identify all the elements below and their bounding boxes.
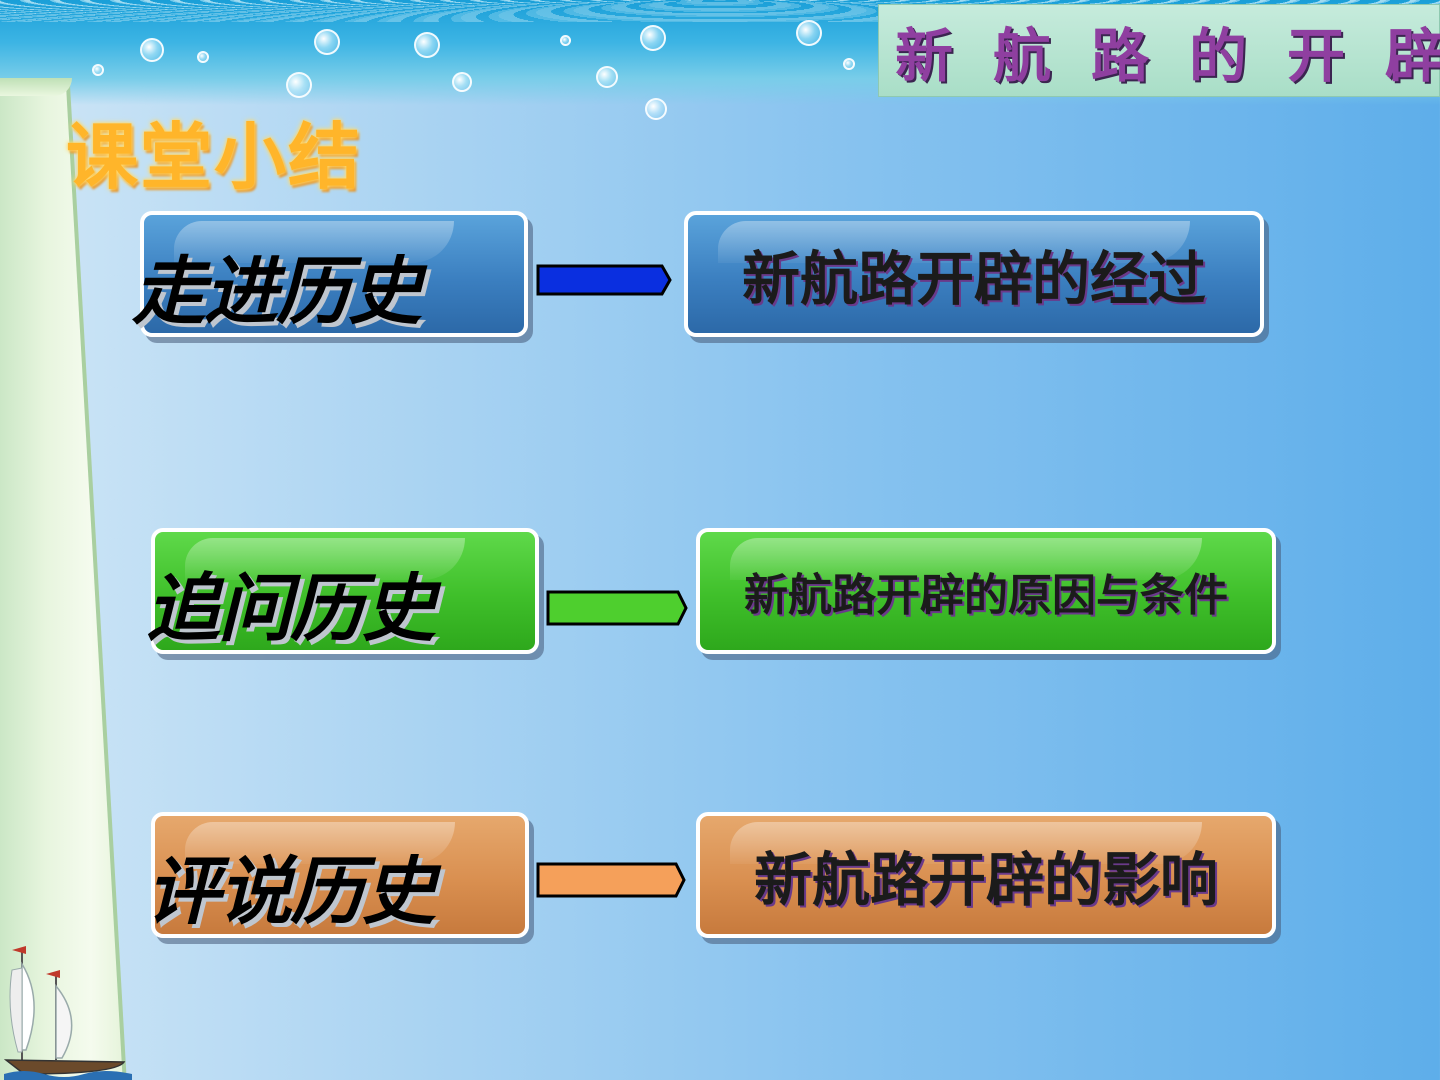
left-label-row-2: 追问历史: [146, 566, 436, 652]
left-box-row-1[interactable]: [140, 211, 528, 337]
left-label-row-3: 评说历史: [146, 849, 436, 935]
bubble: [314, 29, 340, 55]
scroll-panel: [0, 85, 125, 1080]
bubble: [796, 20, 822, 46]
bubble: [414, 32, 440, 58]
right-box-row-2[interactable]: 新航路开辟的原因与条件: [696, 528, 1276, 654]
bubble: [140, 38, 164, 62]
bubble: [645, 98, 667, 120]
section-heading: 课堂小结: [66, 115, 363, 199]
right-box-row-3[interactable]: 新航路开辟的影响: [696, 812, 1276, 938]
scroll-curl: [0, 78, 72, 96]
sailing-ship-icon: [4, 946, 132, 1080]
bubble: [92, 64, 104, 76]
right-box-row-1[interactable]: 新航路开辟的经过: [684, 211, 1264, 337]
right-label-row-3: 新航路开辟的影响: [753, 846, 1218, 914]
bubble: [197, 51, 209, 63]
bubble: [560, 35, 571, 46]
arrow-icon-row-3: [536, 862, 686, 898]
page-title: 新航路的开辟: [895, 21, 1440, 90]
bubble: [640, 25, 666, 51]
left-label-row-1: 走进历史: [132, 249, 422, 335]
bubble: [452, 72, 472, 92]
bubble: [843, 58, 855, 70]
bubble: [596, 66, 618, 88]
left-box-row-3[interactable]: [151, 812, 529, 938]
arrow-icon-row-2: [546, 590, 688, 626]
title-box: 新航路的开辟: [878, 4, 1440, 97]
bubble: [286, 72, 312, 98]
left-box-row-2[interactable]: [151, 528, 539, 654]
arrow-icon-row-1: [536, 264, 672, 296]
right-label-row-2: 新航路开辟的原因与条件: [744, 570, 1228, 621]
right-label-row-1: 新航路开辟的经过: [741, 245, 1206, 313]
